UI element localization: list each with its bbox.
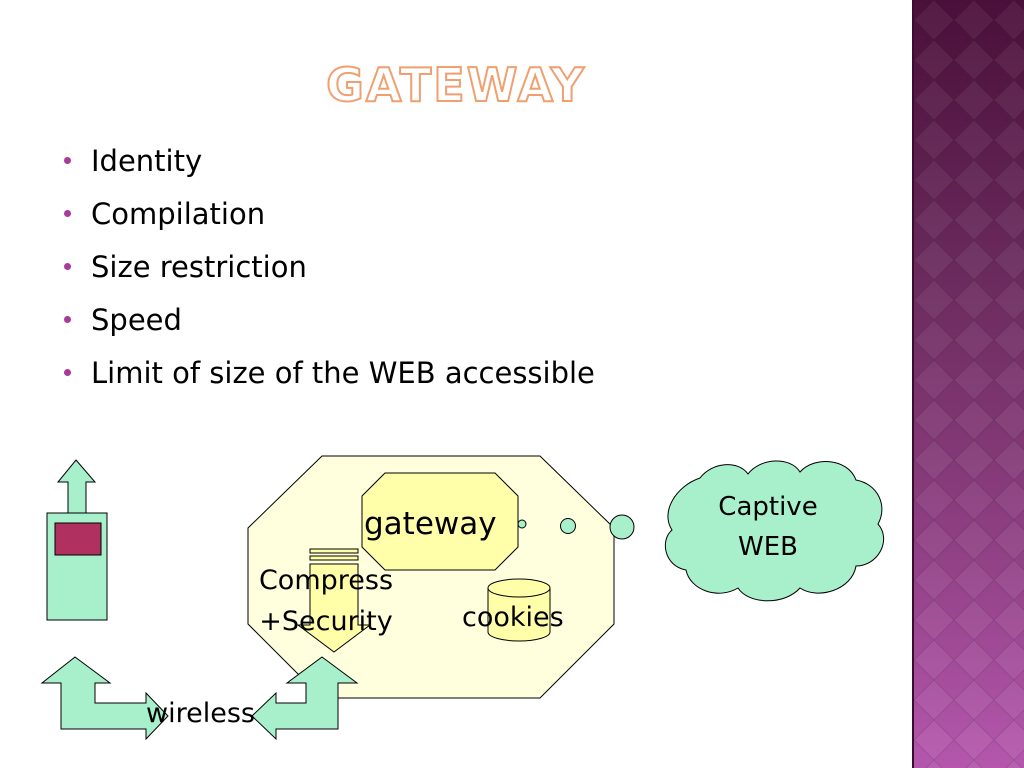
- bullet-item: Identity: [60, 134, 595, 187]
- slide-title: GATEWAY: [325, 57, 586, 113]
- thought-bubble-small: [517, 519, 527, 529]
- bullet-text: Size restriction: [91, 249, 307, 284]
- bullet-text: Identity: [91, 143, 203, 178]
- cloud-label-line2: WEB: [738, 532, 798, 562]
- phone-up-arrow: [56, 459, 97, 514]
- bullet-icon: [64, 263, 71, 270]
- phone-screen: [54, 522, 102, 556]
- gateway-label: gateway: [364, 506, 497, 542]
- gateway-node-octagon: [361, 472, 519, 571]
- bullet-list: Identity Compilation Size restriction Sp…: [60, 134, 595, 399]
- cookies-cylinder: [487, 588, 551, 642]
- captive-web-cloud: [664, 460, 884, 602]
- bullet-item: Compilation: [60, 187, 595, 240]
- compress-label-line2: +Security: [259, 606, 393, 637]
- bullet-icon: [64, 316, 71, 323]
- bullet-text: Speed: [91, 302, 182, 337]
- bullet-item: Size restriction: [60, 240, 595, 293]
- bullet-text: Compilation: [91, 196, 266, 231]
- wireless-label: wireless: [146, 698, 255, 729]
- bullet-item: Limit of size of the WEB accessible: [60, 346, 595, 399]
- thought-bubble-medium: [560, 518, 576, 534]
- compress-stripe: [309, 548, 359, 554]
- cookies-cylinder-top: [487, 578, 551, 598]
- compress-down-arrow: [296, 563, 372, 653]
- gateway-diagram: [40, 455, 884, 741]
- bullet-icon: [64, 157, 71, 164]
- compress-stripe: [309, 555, 359, 561]
- right-wireless-arrow: [251, 656, 359, 741]
- compress-label-line1: Compress: [258, 565, 394, 596]
- cookies-label: cookies: [462, 602, 564, 633]
- cloud-label-line1: Captive: [718, 492, 818, 522]
- bullet-text: Limit of size of the WEB accessible: [91, 355, 595, 390]
- bullet-icon: [64, 369, 71, 376]
- left-wireless-arrow: [40, 656, 169, 741]
- thought-bubble-large: [609, 514, 635, 540]
- bullet-item: Speed: [60, 293, 595, 346]
- bullet-icon: [64, 210, 71, 217]
- diamond-pattern: [914, 0, 1024, 768]
- decorative-side-band: [912, 0, 1024, 768]
